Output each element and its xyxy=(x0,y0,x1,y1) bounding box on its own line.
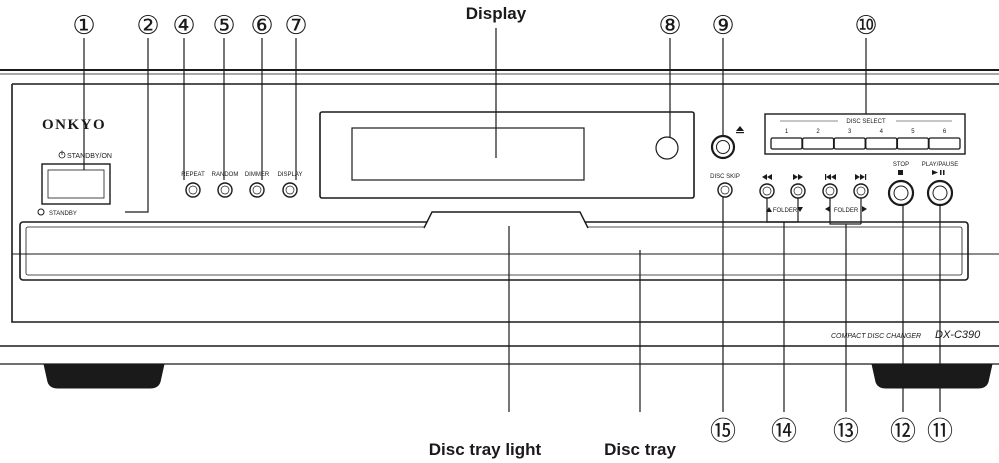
rewind-button[interactable] xyxy=(759,183,775,199)
disc-select-button-3[interactable] xyxy=(833,137,866,150)
rewind-button-inner xyxy=(762,186,772,196)
display-button[interactable] xyxy=(282,182,298,198)
open-close-button-inner xyxy=(716,140,730,154)
callout-7: ⑦ xyxy=(284,11,307,41)
brand-logo: ONKYO xyxy=(42,117,106,133)
stop-label: STOP xyxy=(893,162,909,168)
display-button-label: DISPLAY xyxy=(278,172,303,178)
repeat-button[interactable] xyxy=(185,182,201,198)
skip-forward-button[interactable] xyxy=(853,183,869,199)
open-close-button[interactable] xyxy=(710,134,736,160)
standby-indicator xyxy=(37,208,45,216)
disc-select-number-5: 5 xyxy=(911,129,915,135)
disc-select-button-6[interactable] xyxy=(928,137,961,150)
callout-5: ⑤ xyxy=(212,11,235,41)
function-buttons: REPEAT RANDOM DIMMER DISPLAY xyxy=(181,172,303,198)
stop-button-inner xyxy=(893,185,909,201)
fast-forward-button[interactable] xyxy=(790,183,806,199)
callout-numbers: ① ② ④ ⑤ ⑥ ⑦ ⑧ ⑨ ⑩ ⑮ ⑭ ⑬ ⑫ ⑪ xyxy=(72,11,953,447)
skip-back-button-inner xyxy=(825,186,835,196)
disc-select-number-1: 1 xyxy=(785,129,789,135)
repeat-button-inner xyxy=(188,185,198,195)
leader-lines xyxy=(83,28,941,412)
model-text: COMPACT DISC CHANGER xyxy=(831,333,921,340)
disc-tray-light xyxy=(423,211,589,229)
callout-13: ⑬ xyxy=(833,417,859,447)
skip-back-icon xyxy=(825,174,836,180)
disc-select-button-2[interactable] xyxy=(801,137,835,150)
disc-skip-label: DISC SKIP xyxy=(710,174,740,180)
callout-6: ⑥ xyxy=(250,11,273,41)
disc-select-label: DISC SELECT xyxy=(846,119,886,125)
disc-select-number-6: 6 xyxy=(943,129,947,135)
disc-select-number-2: 2 xyxy=(816,129,820,135)
power-icon xyxy=(58,150,66,159)
dimmer-label: DIMMER xyxy=(245,172,270,178)
feet xyxy=(43,363,993,389)
callout-14: ⑭ xyxy=(771,417,797,447)
callout-11: ⑪ xyxy=(927,417,953,447)
front-panel-frame xyxy=(11,83,999,323)
disc-select-panel xyxy=(764,113,966,155)
repeat-label: REPEAT xyxy=(181,172,205,178)
callout-4: ④ xyxy=(172,11,195,41)
random-label: RANDOM xyxy=(212,172,239,178)
dimmer-button[interactable] xyxy=(249,182,265,198)
fast-forward-icon xyxy=(793,174,803,180)
play-pause-icon xyxy=(932,170,945,175)
disc-tray-inner xyxy=(25,226,963,276)
rewind-icon xyxy=(762,174,772,180)
chassis xyxy=(0,69,999,365)
label-disc-tray: Disc tray xyxy=(604,440,676,459)
standby-on-button[interactable] xyxy=(41,163,111,205)
standby-on-label: STANDBY/ON xyxy=(67,153,112,160)
folder-right-arrow xyxy=(862,206,867,212)
skip-forward-icon xyxy=(855,174,867,180)
left-foot xyxy=(43,363,165,389)
random-button[interactable] xyxy=(217,182,233,198)
play-pause-label: PLAY/PAUSE xyxy=(922,162,958,168)
callout-2: ② xyxy=(136,11,159,41)
label-disc-tray-light: Disc tray light xyxy=(429,440,542,459)
callout-15: ⑮ xyxy=(710,417,736,447)
folder-label-1: FOLDER xyxy=(773,208,798,214)
disc-skip-button-inner xyxy=(720,185,730,195)
folder-left-arrow xyxy=(825,206,830,212)
callout-10: ⑩ xyxy=(854,11,877,41)
standby-label: STANDBY xyxy=(49,211,77,217)
display-window xyxy=(351,127,585,181)
disc-select-button-1[interactable] xyxy=(770,137,803,150)
disc-select-buttons: 1 2 3 4 5 6 xyxy=(770,129,961,150)
dimmer-button-inner xyxy=(252,185,262,195)
callout-12: ⑫ xyxy=(890,417,916,447)
folder-label-2: FOLDER xyxy=(834,208,859,214)
right-foot xyxy=(871,363,993,389)
disc-tray-outer[interactable] xyxy=(19,221,969,281)
eject-icon xyxy=(736,126,744,134)
display-window-outer xyxy=(319,111,695,199)
stop-button[interactable] xyxy=(887,179,915,207)
standby-on-button-face xyxy=(47,169,105,199)
remote-sensor xyxy=(655,136,679,160)
disc-tray[interactable] xyxy=(19,211,969,281)
callout-1: ① xyxy=(72,11,95,41)
disc-select-button-4[interactable] xyxy=(865,137,898,150)
fast-forward-button-inner xyxy=(793,186,803,196)
play-pause-button[interactable] xyxy=(926,179,954,207)
callout-9: ⑨ xyxy=(711,11,734,41)
skip-forward-button-inner xyxy=(856,186,866,196)
stop-icon xyxy=(898,170,903,175)
disc-select-number-3: 3 xyxy=(848,129,852,135)
disc-select-button-5[interactable] xyxy=(896,137,930,150)
play-pause-button-inner xyxy=(932,185,948,201)
disc-skip-button[interactable] xyxy=(717,182,733,198)
model-number: DX-C390 xyxy=(935,329,981,341)
callout-8: ⑧ xyxy=(658,11,681,41)
random-button-inner xyxy=(220,185,230,195)
skip-back-button[interactable] xyxy=(822,183,838,199)
label-display: Display xyxy=(466,4,527,23)
disc-select-number-4: 4 xyxy=(880,129,884,135)
display-button-inner xyxy=(285,185,295,195)
